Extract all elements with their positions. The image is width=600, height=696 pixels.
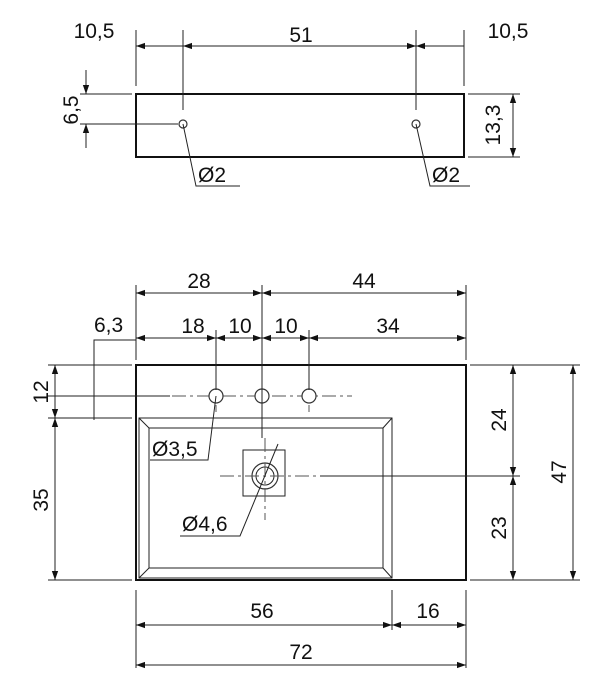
drain-diameter-label: Ø4,6 [182, 513, 228, 536]
tap-hole-right [301, 388, 317, 404]
sink-outline [135, 364, 467, 581]
dim-front-tap-left: 18 [181, 315, 204, 338]
basin-inner-edge [148, 427, 384, 569]
tap-hole-diameter-label: Ø3,5 [152, 438, 198, 461]
dim-front-lower-right: 23 [488, 516, 511, 539]
dim-front-basin-width: 56 [250, 600, 273, 623]
dim-front-upper-right: 24 [488, 408, 511, 432]
top-view: 10,5 51 10,5 6,5 13,3 Ø2 Ø2 [60, 20, 528, 187]
top-view-body [135, 93, 465, 158]
dim-front-tap-row-height: 12 [30, 380, 53, 403]
dim-top-hole-spacing: 51 [289, 24, 312, 47]
dim-front-from-center: 44 [352, 270, 376, 293]
dim-front-tap-gap-left: 10 [228, 315, 251, 338]
dim-top-right-margin: 10,5 [488, 20, 529, 43]
dim-top-hole-height: 6,5 [60, 95, 83, 124]
drain-square [242, 449, 286, 497]
front-view: 28 44 18 10 10 34 6,3 12 35 24 23 47 [30, 270, 580, 669]
hole-right-diameter-label: Ø2 [432, 164, 460, 187]
dim-front-tap-right: 34 [376, 315, 400, 338]
dim-front-total-height: 47 [548, 460, 571, 483]
basin-outer-edge [138, 417, 393, 579]
dim-front-edge-offset: 6,3 [94, 314, 123, 337]
dim-top-depth: 13,3 [482, 105, 505, 146]
dim-front-shelf-width: 16 [416, 600, 439, 623]
dim-front-to-center: 28 [187, 270, 210, 293]
dim-front-total-width: 72 [289, 641, 312, 664]
dim-front-tap-gap-right: 10 [274, 315, 297, 338]
dim-top-left-margin: 10,5 [74, 20, 115, 43]
dim-front-basin-height: 35 [30, 488, 53, 511]
hole-left-diameter-label: Ø2 [198, 164, 226, 187]
